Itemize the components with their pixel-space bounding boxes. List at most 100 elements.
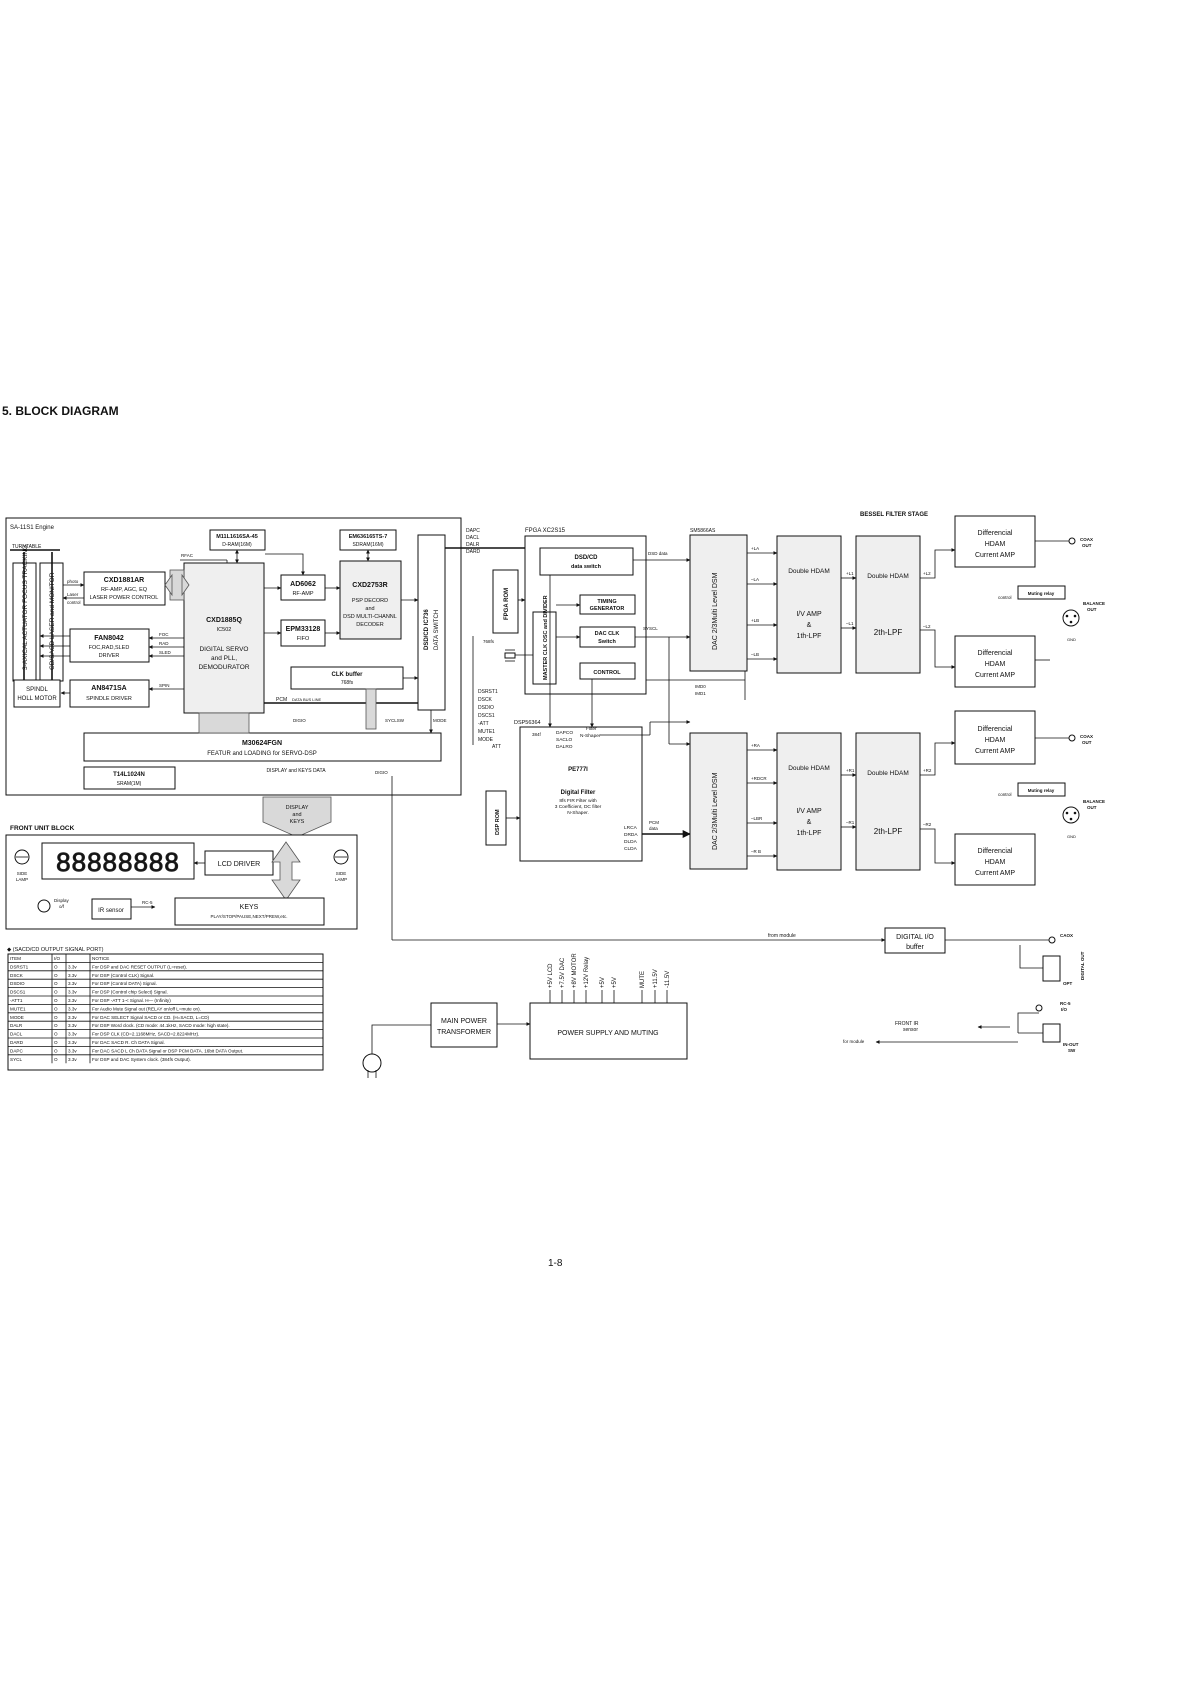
power-rail-label: MUTE [640,971,646,988]
page-title: 5. BLOCK DIAGRAM [2,404,119,418]
digital-io-1: DIGITAL I/O [896,934,934,941]
clkbuf-name: CLK buffer [332,672,364,678]
power-rail-label: +7.5V DAC [560,957,566,988]
ad6062-box [280,574,326,601]
dsd-switch-name: DSD/CD IC736 [424,609,430,650]
power-rail-label: +5V [612,977,618,988]
dacclk-2: Switch [598,639,616,645]
power-rails: +5V LCD+7.5V DAC+8V MOTOR+12V Relay+5V+5… [548,953,671,1003]
table-cell: O [54,990,58,995]
table-cell: O [54,981,58,986]
table-cell: 3.3v [68,1006,77,1011]
diff-ba-2: HDAM [985,737,1006,744]
timing-1: TIMING [597,599,616,605]
dac-bottom-box [689,732,748,870]
dsp-port-1: DSCK [478,697,493,703]
ch-bot-pin0: +R1 [846,768,855,773]
epm-box [280,619,326,647]
fl-digits: 88888888 [56,847,180,877]
table-cell: O [54,1023,58,1028]
ch-bot-pin1: –R1 [846,820,855,825]
table-cell: DSRST1 [10,964,29,969]
imd1-label: IMD1 [695,691,706,696]
for-module-label: for module [843,1039,865,1044]
ch-top-pin2: +L2 [923,571,931,576]
dsp-in-1: SACLO [556,737,573,743]
hdam-bot-box [776,732,842,871]
table-cell: O [54,1040,58,1045]
table-cell: DAPC [10,1048,23,1053]
laser-pin-control: control [67,600,81,605]
dac-bottom-name: DAC 2/3Multi Level DSM [712,772,719,850]
hdam-top-box [776,535,842,674]
dac-top: SM5866AS DAC 2/3Multi Level DSM +LA –LA … [689,528,759,672]
table-cell: For DSP and DAC System clock. (384fs Out… [92,1057,191,1062]
dac-top-name: DAC 2/3Multi Level DSM [712,572,719,650]
laser-pin-laser: Laser [67,592,79,597]
table-header-cell: ITEM [10,956,21,961]
table-cell: DSDIO [10,981,25,986]
bessel-label: BESSEL FILTER STAGE [860,512,928,518]
table-cell: 3.3v [68,1032,77,1037]
dsp-att: ATT [492,744,501,750]
transformer-2: TRANSFORMER [437,1029,491,1036]
ch-bot-pin2: +R2 [923,768,932,773]
laser-pin-photo: photo [67,579,79,584]
table-cell: For DSP CLK (CD=2.1168MHz, SACD=2.8224MH… [92,1032,199,1037]
digital-coax-label: CAOX [1060,933,1073,938]
dac-bot-pin2: –LBR [751,816,763,821]
balance-top-2: OUT [1087,607,1097,612]
an8471-name: AN8471SA [91,685,126,692]
dac-bot-pin3: –R B [751,849,761,854]
hdam2-bot-label: Double HDAM [867,770,909,777]
coax-bot-2: OUT [1082,740,1092,745]
dsp-frame [519,726,643,862]
table-cell: 3.3v [68,1040,77,1045]
table-cell: For DSP (Control DATA) Signal. [92,981,157,986]
cxd2753-line2: and [365,606,374,612]
table-cell: O [54,1057,58,1062]
table-cell: O [54,1032,58,1037]
gnd-top: GND [1067,637,1076,642]
cxd2753-line4: DECODER [356,622,384,628]
coax-top-1: COAX [1080,537,1093,542]
fpga-rom-label: FPGA ROM [504,588,510,620]
coax-top-2: OUT [1082,543,1092,548]
sysclk-label: SYSCL [643,626,658,631]
fpga-bus-dalr: DALR [466,542,480,548]
rc5-jack-icon [1035,1004,1043,1012]
table-cell: SYCL [10,1057,22,1062]
ch-bot-pin3: –R2 [923,822,932,827]
hdam2-bot-box [855,732,921,871]
lcd-driver-box [204,850,274,876]
display-arrow-3: KEYS [290,819,305,825]
dac-top-pin3: –LB [751,652,759,657]
table-cell: For Audio Mute Signal out (RELAY on/off … [92,1006,201,1011]
table-cell: O [54,998,58,1003]
dsp-port-4: -ATT [478,721,489,727]
diff-top-b-box [954,635,1036,688]
dsp-pcm-2: data [649,826,658,831]
sram-sub: SRAM(1M) [117,781,142,787]
table-cell: 3.3v [68,998,77,1003]
dac-top-chip: SM5866AS [690,528,716,534]
digital-out-label: DIGITAL OUT [1080,951,1085,980]
cxd1881-line2: LASER POWER CONTROL [90,595,159,601]
muting-top-label: Muting relay [1028,591,1055,596]
an8471-box [69,679,150,708]
table-cell: For DSP and DAC RESET OUTPUT (L=reset). [92,964,187,969]
front-ir-1: FRONT IR [895,1021,919,1027]
power-supply-box [529,1002,688,1060]
power-rail-label: +8V MOTOR [572,953,578,988]
table-cell: 3.3v [68,964,77,969]
lpf-bot-label: 2th-LPF [874,827,903,836]
rc5-io-1: RC-5 [1060,1001,1071,1006]
sdram-name: EM636165TS-7 [349,534,388,540]
dsd-data-label: DSD data [648,551,668,556]
keys-label: KEYS [240,904,259,911]
table-cell: For DAC SACD R. Ch DATA Signal. [92,1040,165,1045]
channel-top: BESSEL FILTER STAGE Double HDAM I/V AMP … [747,512,1105,688]
table-cell: DSCK [10,973,24,978]
diff-bb-3: Current AMP [975,870,1015,877]
table-cell: O [54,964,58,969]
